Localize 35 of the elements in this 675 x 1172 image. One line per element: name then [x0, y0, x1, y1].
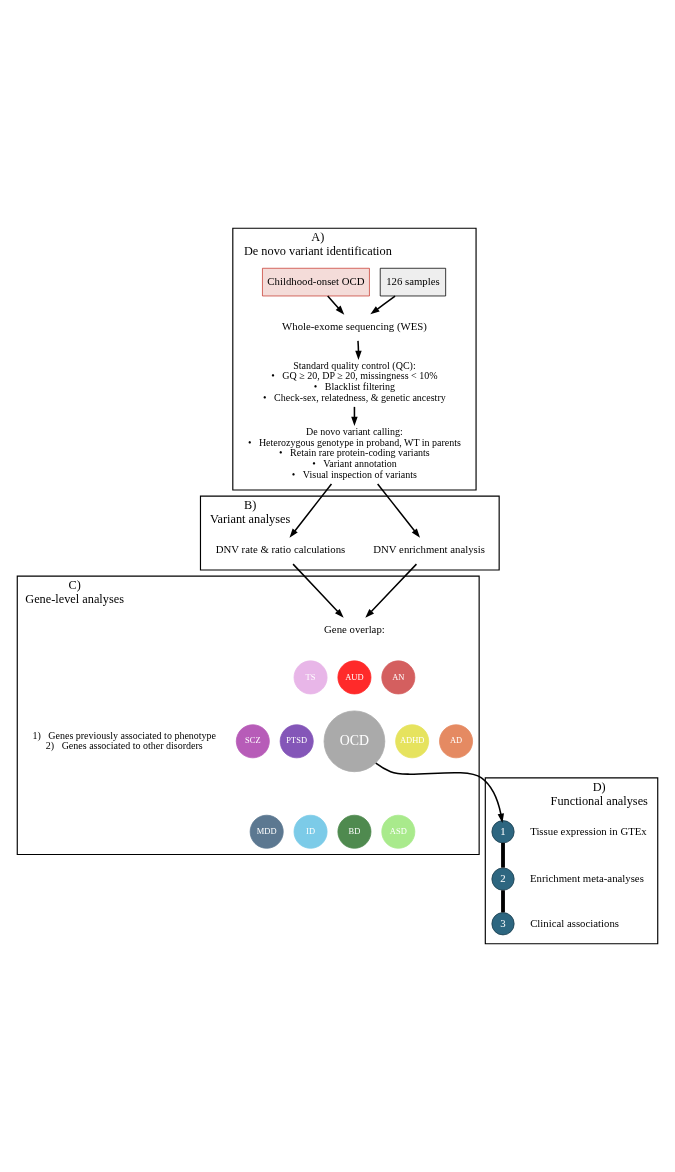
node-label: Tissue expression in GTEx: [530, 824, 647, 837]
node-text: Standard quality control (QC): • GQ ≥ 20, DP ≥ 20, missingness < 10% • Blacklist filtering • Check-sex, relatedness, & genetic ancestry: [263, 359, 446, 403]
node-circle: MDD: [249, 814, 284, 849]
node-circle: ID: [293, 814, 328, 849]
arrow: [355, 340, 362, 360]
node-circle: TS: [293, 660, 328, 695]
node-circle: ADHD: [395, 724, 430, 759]
arrow: [289, 483, 333, 538]
node-label: Clinical associations: [530, 916, 619, 929]
node-text: 1) Genes previously associated to phenotype 2) Genes associated to other disorders: [32, 729, 217, 752]
node-circle: 2: [491, 867, 515, 891]
connector: [501, 890, 505, 913]
node-text: DNV rate & ratio calculations: [215, 542, 346, 555]
node-text: DNV enrichment analysis: [373, 542, 485, 555]
node-circle: AD: [439, 724, 473, 759]
node-circle: AUD: [337, 660, 372, 695]
node-circle: 3: [491, 912, 515, 936]
node-text: Gene overlap:: [324, 622, 385, 635]
node-text: Whole-exome sequencing (WES): [282, 319, 427, 332]
node-circle: SCZ: [235, 724, 270, 759]
node-circle: 1: [491, 820, 515, 844]
node-circle: BD: [337, 814, 372, 849]
arrow: [376, 483, 421, 538]
node-circle: PTSD: [279, 724, 314, 759]
node-label: Enrichment meta-analyses: [529, 871, 644, 884]
node-text: De novo variant calling: • Heterozygous genotype in proband, WT in parents • Retain rare protein-coding variants • Variant annotation • Visual inspection of variants: [247, 425, 461, 480]
connector: [501, 842, 505, 868]
arrow: [375, 762, 505, 823]
arrow: [370, 295, 396, 315]
node-circle: AN: [381, 660, 416, 695]
node-box: 126 samples: [379, 267, 447, 297]
arrow: [326, 295, 345, 315]
node-box: Childhood-onset OCD: [262, 267, 370, 297]
node-circle: OCD: [323, 710, 386, 773]
node-circle: ASD: [381, 814, 416, 849]
